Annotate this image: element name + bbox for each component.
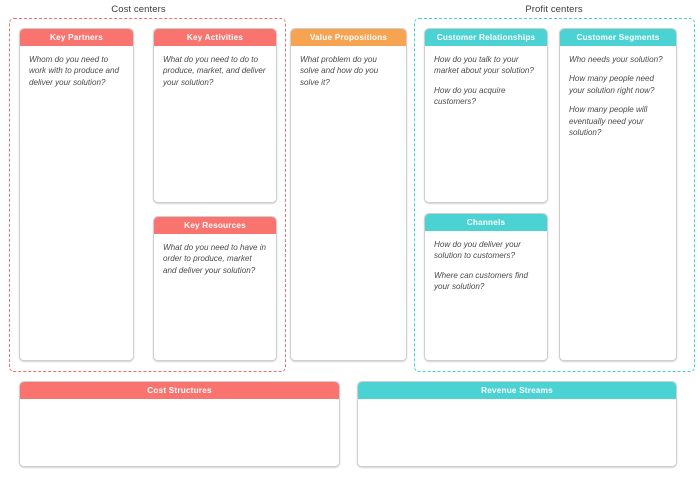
block-body-channels[interactable]: How do you deliver your solution to cust… — [425, 231, 547, 360]
cost-centers-frame — [9, 18, 286, 372]
prompt-text: What problem do you solve and how do you… — [300, 55, 379, 87]
block-customer-relationships[interactable]: Customer Relationships How do you talk t… — [424, 28, 548, 203]
prompt-text: How do you deliver your solution to cust… — [434, 240, 521, 261]
prompt-text: How do you acquire customers? — [434, 85, 506, 107]
prompt-text: Where can customers find your solution? — [434, 270, 529, 292]
block-customer-segments[interactable]: Customer Segments Who needs your solutio… — [559, 28, 677, 361]
block-value-propositions[interactable]: Value Propositions What problem do you s… — [290, 28, 407, 361]
block-body-cost-structures[interactable] — [20, 399, 339, 466]
block-key-partners[interactable]: Key Partners Whom do you need to work wi… — [19, 28, 134, 361]
block-body-customer-relationships[interactable]: How do you talk to your market about you… — [425, 46, 547, 202]
prompt-text: Whom do you need to work with to produce… — [29, 55, 119, 87]
block-body-value-propositions[interactable]: What problem do you solve and how do you… — [291, 46, 406, 360]
block-key-activities[interactable]: Key Activities What do you need to do to… — [153, 28, 277, 203]
block-title-value-propositions: Value Propositions — [291, 29, 406, 46]
block-title-revenue-streams: Revenue Streams — [358, 382, 676, 399]
block-title-customer-segments: Customer Segments — [560, 29, 676, 46]
block-title-customer-relationships: Customer Relationships — [425, 29, 547, 46]
prompt-text: What do you need to do to produce, marke… — [163, 55, 266, 87]
profit-centers-label: Profit centers — [525, 4, 583, 15]
prompt-text: How many people will eventually need you… — [569, 105, 648, 138]
block-body-revenue-streams[interactable] — [358, 399, 676, 466]
block-revenue-streams[interactable]: Revenue Streams — [357, 381, 677, 467]
block-body-customer-segments[interactable]: Who needs your solution? How many people… — [560, 46, 676, 360]
prompt-text: What do you need to have in order to pro… — [163, 243, 267, 275]
prompt-text: How do you talk to your market about you… — [434, 55, 534, 76]
cost-centers-label: Cost centers — [111, 4, 166, 15]
block-body-key-activities[interactable]: What do you need to do to produce, marke… — [154, 46, 276, 202]
block-key-resources[interactable]: Key Resources What do you need to have i… — [153, 216, 277, 361]
block-title-key-activities: Key Activities — [154, 29, 276, 46]
block-cost-structures[interactable]: Cost Structures — [19, 381, 340, 467]
block-body-key-partners[interactable]: Whom do you need to work with to produce… — [20, 46, 133, 360]
block-title-key-partners: Key Partners — [20, 29, 133, 46]
block-channels[interactable]: Channels How do you deliver your solutio… — [424, 213, 548, 361]
block-title-cost-structures: Cost Structures — [20, 382, 339, 399]
block-title-channels: Channels — [425, 214, 547, 231]
profit-centers-frame — [414, 18, 695, 372]
prompt-text: Who needs your solution? — [569, 55, 663, 64]
block-title-key-resources: Key Resources — [154, 217, 276, 234]
prompt-text: How many people need your solution right… — [569, 74, 655, 95]
block-body-key-resources[interactable]: What do you need to have in order to pro… — [154, 234, 276, 360]
